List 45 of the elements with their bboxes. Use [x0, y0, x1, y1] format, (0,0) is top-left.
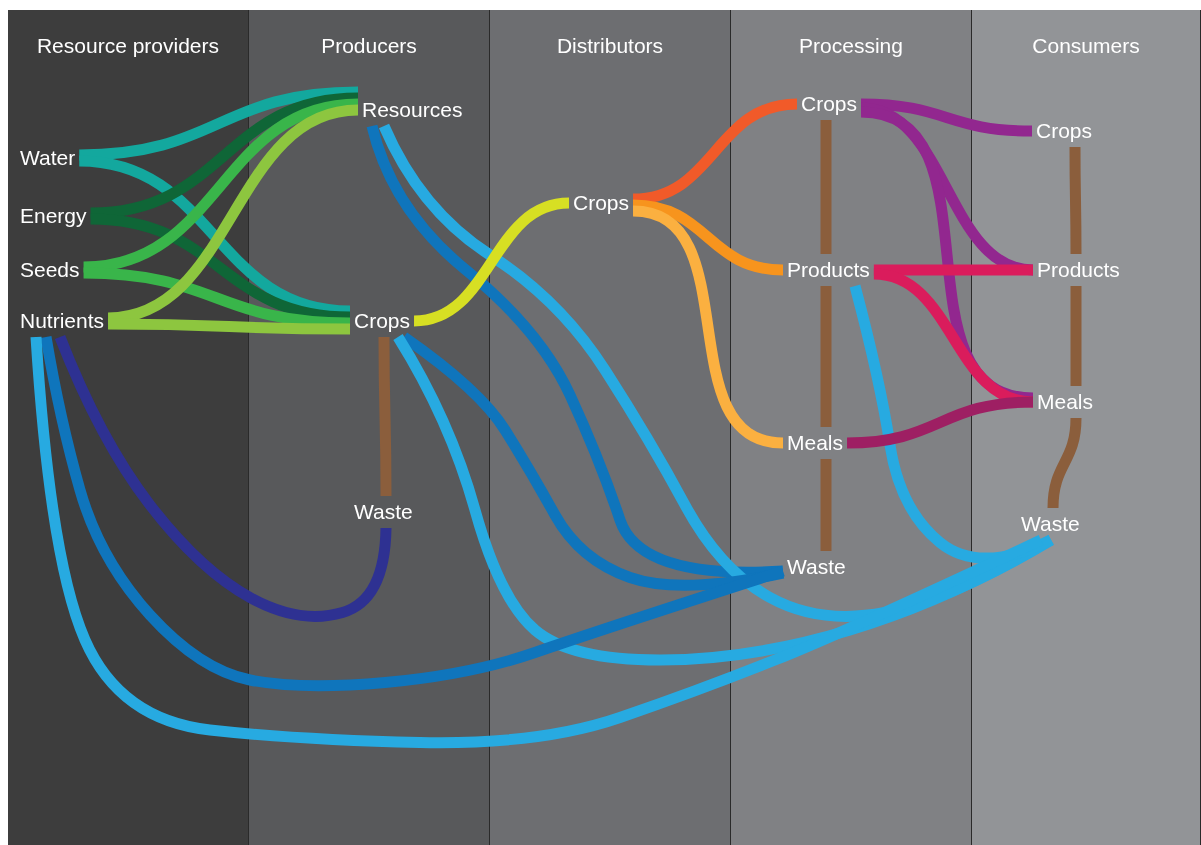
stage-label: Crops: [573, 191, 630, 215]
stage-label: Waste: [354, 500, 413, 524]
flow-line: [632, 199, 784, 276]
flow-line: [79, 86, 359, 161]
stage-label: Crops: [801, 92, 858, 116]
stage-label: Products: [787, 258, 870, 282]
stage-label: Waste: [1021, 512, 1080, 536]
flow-line: [860, 98, 1033, 137]
flow-line: [632, 98, 798, 205]
column-heading: Producers: [320, 34, 418, 58]
stage-label: Water: [20, 146, 76, 170]
flow-line: [413, 197, 570, 327]
flow-line: [873, 264, 1033, 276]
stage-label: Resources: [362, 98, 463, 122]
flow-line: [632, 205, 784, 449]
flow-line: [90, 92, 359, 219]
stage-label: Meals: [1037, 390, 1094, 414]
flow-line: [1047, 417, 1082, 509]
stage-label: Energy: [20, 204, 87, 228]
column-heading: Processing: [798, 34, 904, 58]
flow-line: [393, 334, 1054, 666]
stage-label: Nutrients: [20, 309, 105, 333]
stage-label: Products: [1037, 258, 1120, 282]
column-band: [972, 10, 1201, 845]
flow-line: [54, 334, 392, 622]
column-heading: Consumers: [1031, 34, 1141, 58]
flow-line: [1070, 286, 1082, 386]
flow-line: [108, 318, 350, 335]
stage-label: Crops: [354, 309, 411, 333]
flow-line: [366, 124, 784, 578]
flow-line: [820, 286, 832, 427]
stage-label: Seeds: [20, 258, 80, 282]
flow-line: [849, 284, 1054, 564]
column-heading: Distributors: [555, 34, 665, 58]
flow-line: [1069, 147, 1082, 254]
flow-line: [846, 396, 1034, 449]
flow-line: [40, 336, 785, 692]
stage-label: Waste: [787, 555, 846, 579]
flow-line: [820, 459, 832, 551]
flow-line: [378, 337, 392, 496]
stage-label: Crops: [1036, 119, 1093, 143]
stage-label: Meals: [787, 431, 844, 455]
column-heading: Resource providers: [35, 34, 221, 58]
flow-line: [30, 336, 1044, 749]
flow-line: [820, 120, 832, 254]
